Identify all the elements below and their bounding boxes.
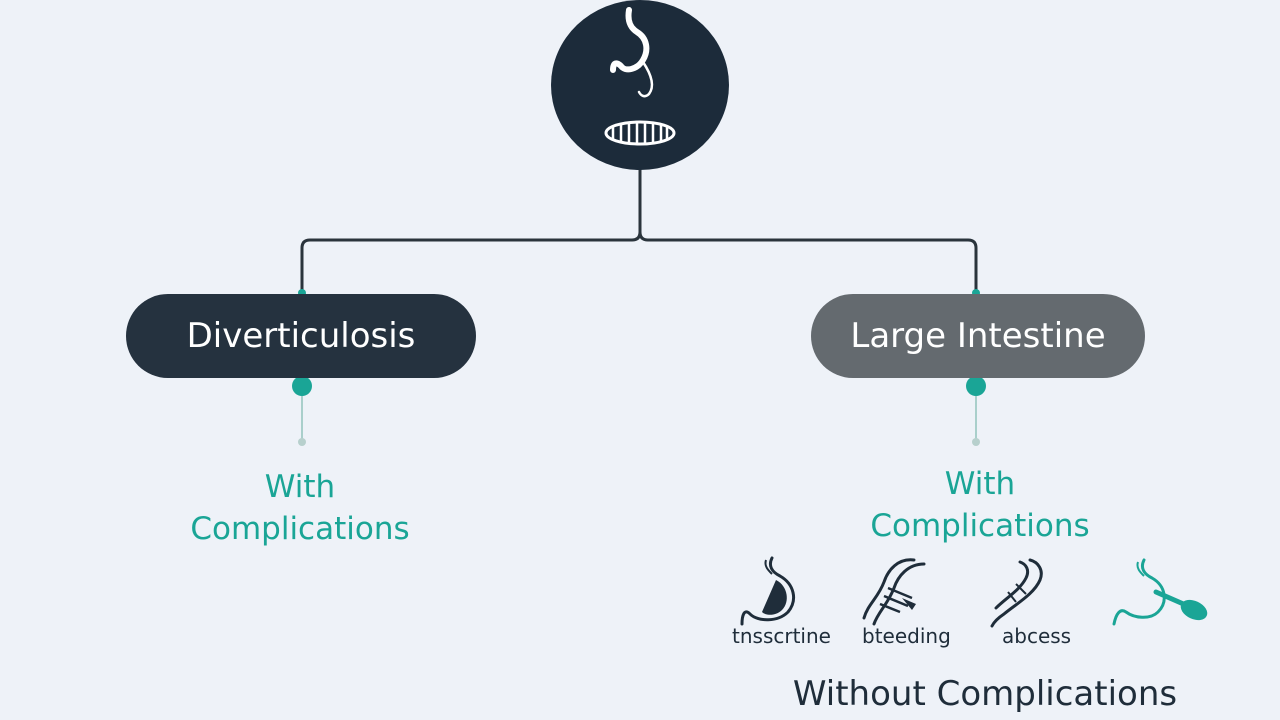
left-complications-label: With Complications — [150, 466, 450, 550]
stomach-probe-icon — [1112, 558, 1208, 626]
intestine-bleeding-icon — [862, 558, 926, 626]
root-node — [551, 0, 729, 170]
complication-caption-1: tnsscrtine — [732, 624, 831, 648]
left-label-line1: With — [264, 469, 336, 505]
complication-caption-3: abcess — [1002, 624, 1072, 648]
right-complications-label: With Complications — [830, 463, 1130, 547]
right-label-line1: With — [944, 466, 1016, 502]
diverticulosis-node: Diverticulosis — [126, 294, 476, 378]
right-label-line2: Complications — [870, 508, 1090, 544]
without-complications-heading: Without Complications — [792, 674, 1178, 714]
complication-caption-2: bteeding — [862, 624, 951, 648]
large-intestine-node: Large Intestine — [811, 294, 1145, 378]
stomach-icon — [740, 556, 796, 626]
colon-icon — [990, 558, 1043, 628]
left-label-line2: Complications — [190, 511, 410, 547]
stomach-intestine-icon — [604, 7, 676, 146]
